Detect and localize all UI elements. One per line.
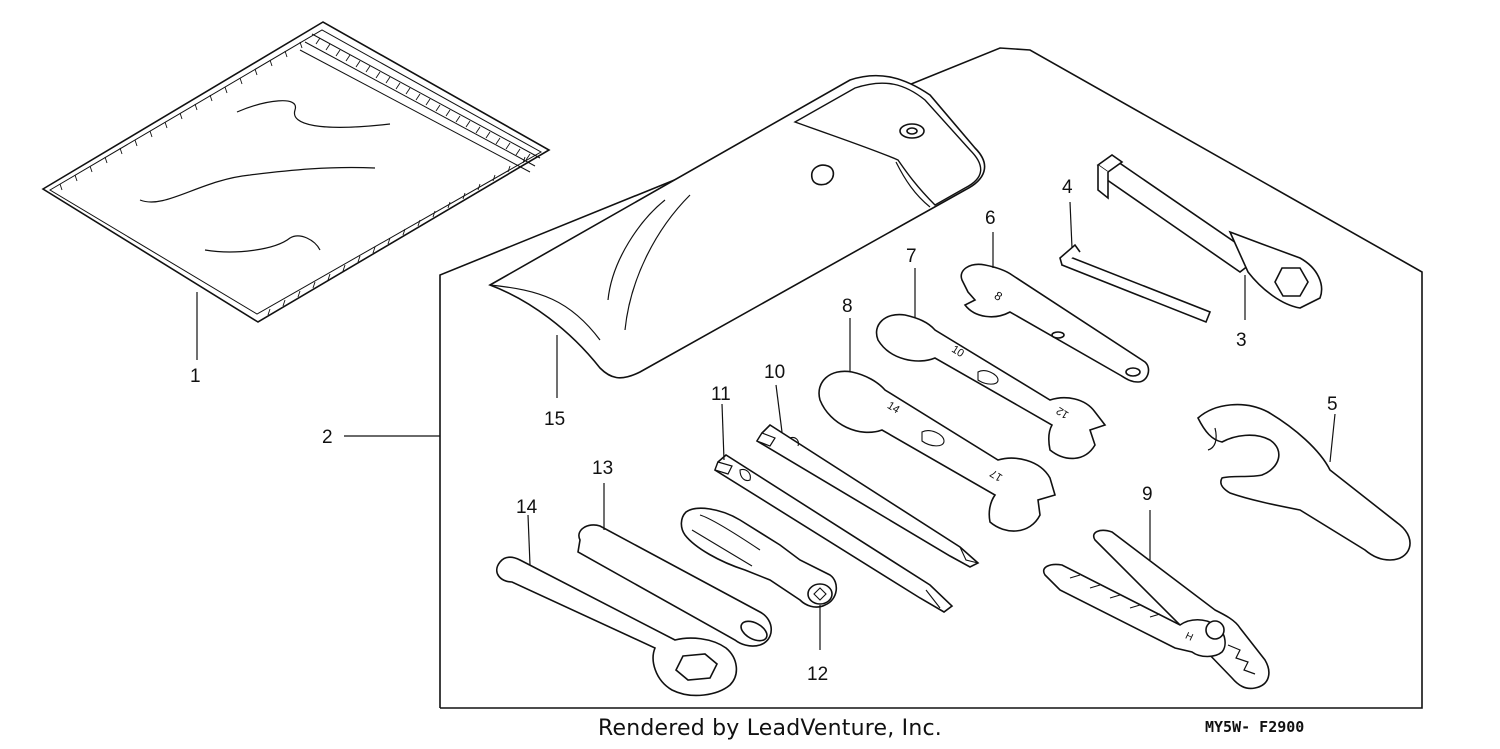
callout-11: 11: [711, 384, 731, 405]
document-bag: [43, 22, 549, 360]
wrench-14-mark: 14: [885, 400, 902, 417]
callout-9: 9: [1142, 484, 1153, 505]
diagram-code: MY5W- F2900: [1205, 718, 1305, 736]
callout-10: 10: [764, 362, 785, 383]
wrench-12-mark: 12: [1054, 404, 1071, 421]
pin-spanner: [1198, 405, 1410, 560]
leader-10: [775, 384, 783, 433]
tool-bag: [490, 76, 985, 378]
kit-boundary: [439, 47, 1423, 709]
leader-11: [721, 403, 725, 461]
screwdriver-bit-long: [757, 425, 978, 567]
wrench-8mm: 8: [961, 264, 1148, 382]
callout-12: 12: [807, 664, 828, 685]
screwdriver-handle: [681, 508, 836, 607]
pliers: H: [1044, 530, 1269, 688]
callout-1: 1: [190, 366, 201, 387]
callout-6: 6: [985, 208, 996, 229]
wrench-14x17: 14 17: [819, 371, 1055, 531]
callout-15: 15: [544, 409, 565, 430]
pliers-mark: H: [1183, 631, 1194, 644]
box-wrench: [1098, 155, 1322, 308]
callout-8: 8: [842, 296, 853, 317]
leader-14: [527, 514, 531, 566]
callout-5: 5: [1327, 394, 1338, 415]
wrench-10x12: 10 12: [877, 315, 1105, 459]
callout-2: 2: [322, 427, 333, 448]
leader-4: [1069, 201, 1073, 249]
flat-box-wrench: [497, 557, 737, 695]
extension-tube: [578, 525, 771, 646]
callout-7: 7: [906, 246, 917, 267]
callout-14: 14: [516, 497, 538, 518]
hex-key: [1060, 245, 1210, 322]
leader-5: [1329, 413, 1336, 463]
render-credit: Rendered by LeadVenture, Inc.: [598, 716, 942, 741]
wrench-17-mark: 17: [988, 467, 1005, 484]
callout-13: 13: [592, 458, 613, 479]
wrench-10-mark: 10: [949, 343, 966, 360]
callout-4: 4: [1062, 177, 1073, 198]
screwdriver-bit-flat: [715, 455, 952, 612]
callout-3: 3: [1236, 330, 1247, 351]
